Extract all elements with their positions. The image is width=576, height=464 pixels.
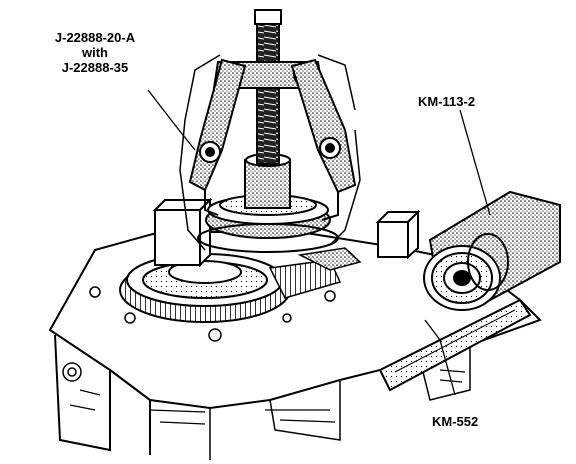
bevel-gear-set bbox=[268, 247, 362, 299]
puller-right-jaw bbox=[290, 58, 357, 221]
bearing-on-differential bbox=[197, 194, 339, 253]
case-ribs bbox=[69, 369, 466, 425]
leader-lines bbox=[147, 89, 491, 396]
driver-handle bbox=[378, 298, 532, 392]
callout-seal-installer: KM-113-2 bbox=[418, 94, 476, 109]
callout-driver-handle: KM-552 bbox=[432, 414, 479, 429]
seal-installer-tool bbox=[423, 190, 561, 311]
callout-puller-with: with bbox=[82, 45, 108, 60]
ring-gear bbox=[119, 253, 291, 323]
callout-puller-tools: J-22888-20-A with J-22888-35 bbox=[40, 30, 150, 75]
callout-puller-tool-number: J-22888-20-A bbox=[54, 30, 136, 45]
puller-forcing-screw bbox=[254, 9, 282, 165]
puller-arm-outer-lines bbox=[179, 54, 361, 251]
case-bolt-bosses bbox=[62, 286, 336, 382]
puller-left-jaw bbox=[188, 58, 247, 216]
callout-puller-adapter-number: J-22888-35 bbox=[61, 60, 129, 75]
